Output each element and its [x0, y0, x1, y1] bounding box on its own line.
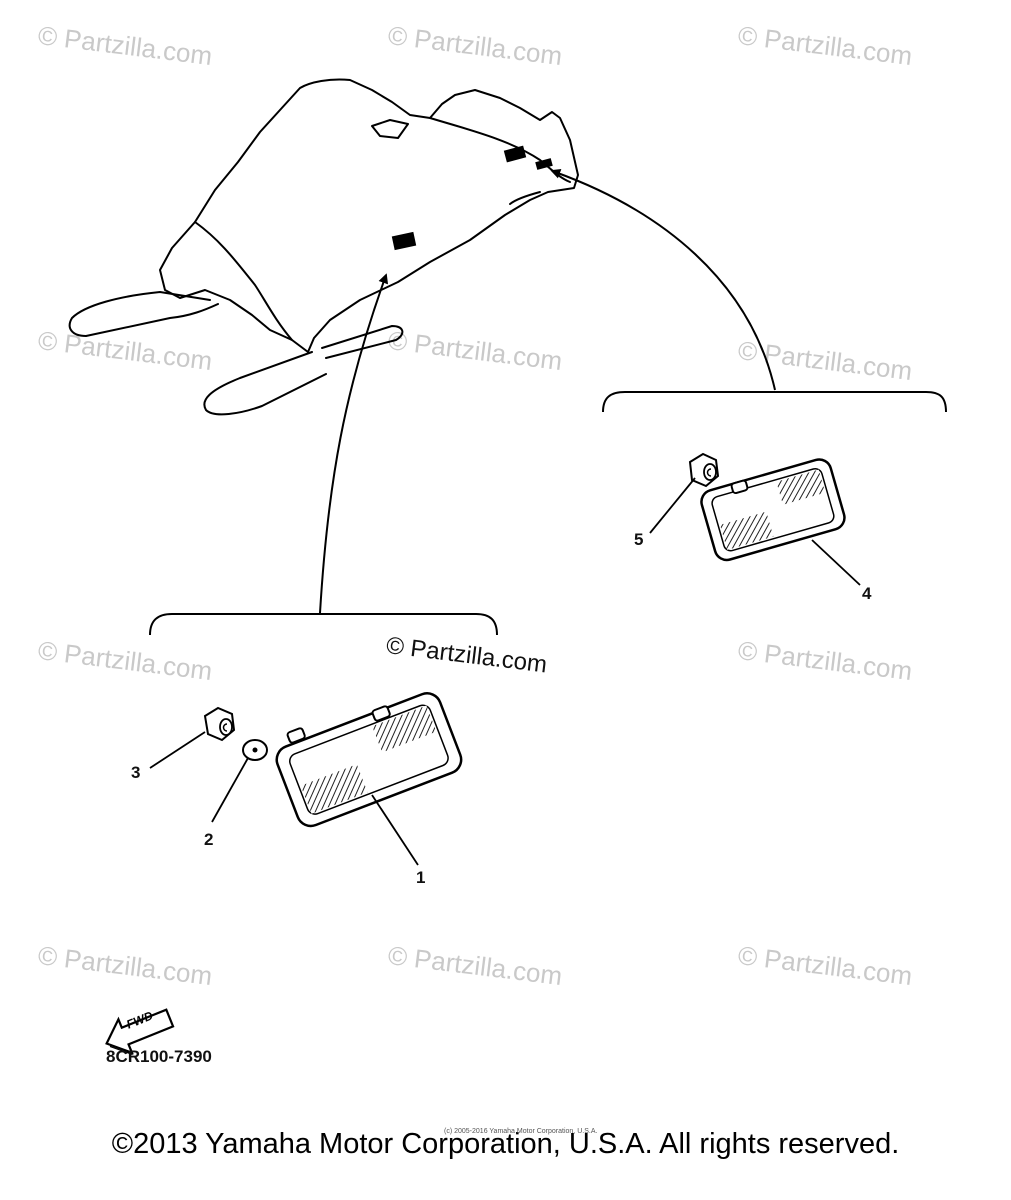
reflector-part-4	[700, 458, 846, 562]
callout-5: 5	[634, 530, 644, 549]
nut-part-3	[203, 706, 236, 742]
callout-2: 2	[204, 830, 214, 849]
callout-1: 1	[416, 868, 426, 887]
fwd-arrow-icon	[105, 1008, 175, 1056]
nut-part-5	[688, 452, 720, 488]
copyright-footer: ©2013 Yamaha Motor Corporation, U.S.A. A…	[111, 1128, 900, 1160]
callout-4: 4	[862, 584, 872, 603]
stud	[286, 705, 391, 744]
washer-part-2	[242, 739, 268, 761]
diagram-code: 8CR100-7390	[106, 1047, 212, 1066]
small-copyright-notice: (c) 2005-2016 Yamaha Motor Corporation, …	[444, 1128, 598, 1135]
callout-3: 3	[131, 763, 141, 782]
snowmobile-illustration	[68, 78, 579, 416]
reflector-part-1	[275, 692, 463, 828]
